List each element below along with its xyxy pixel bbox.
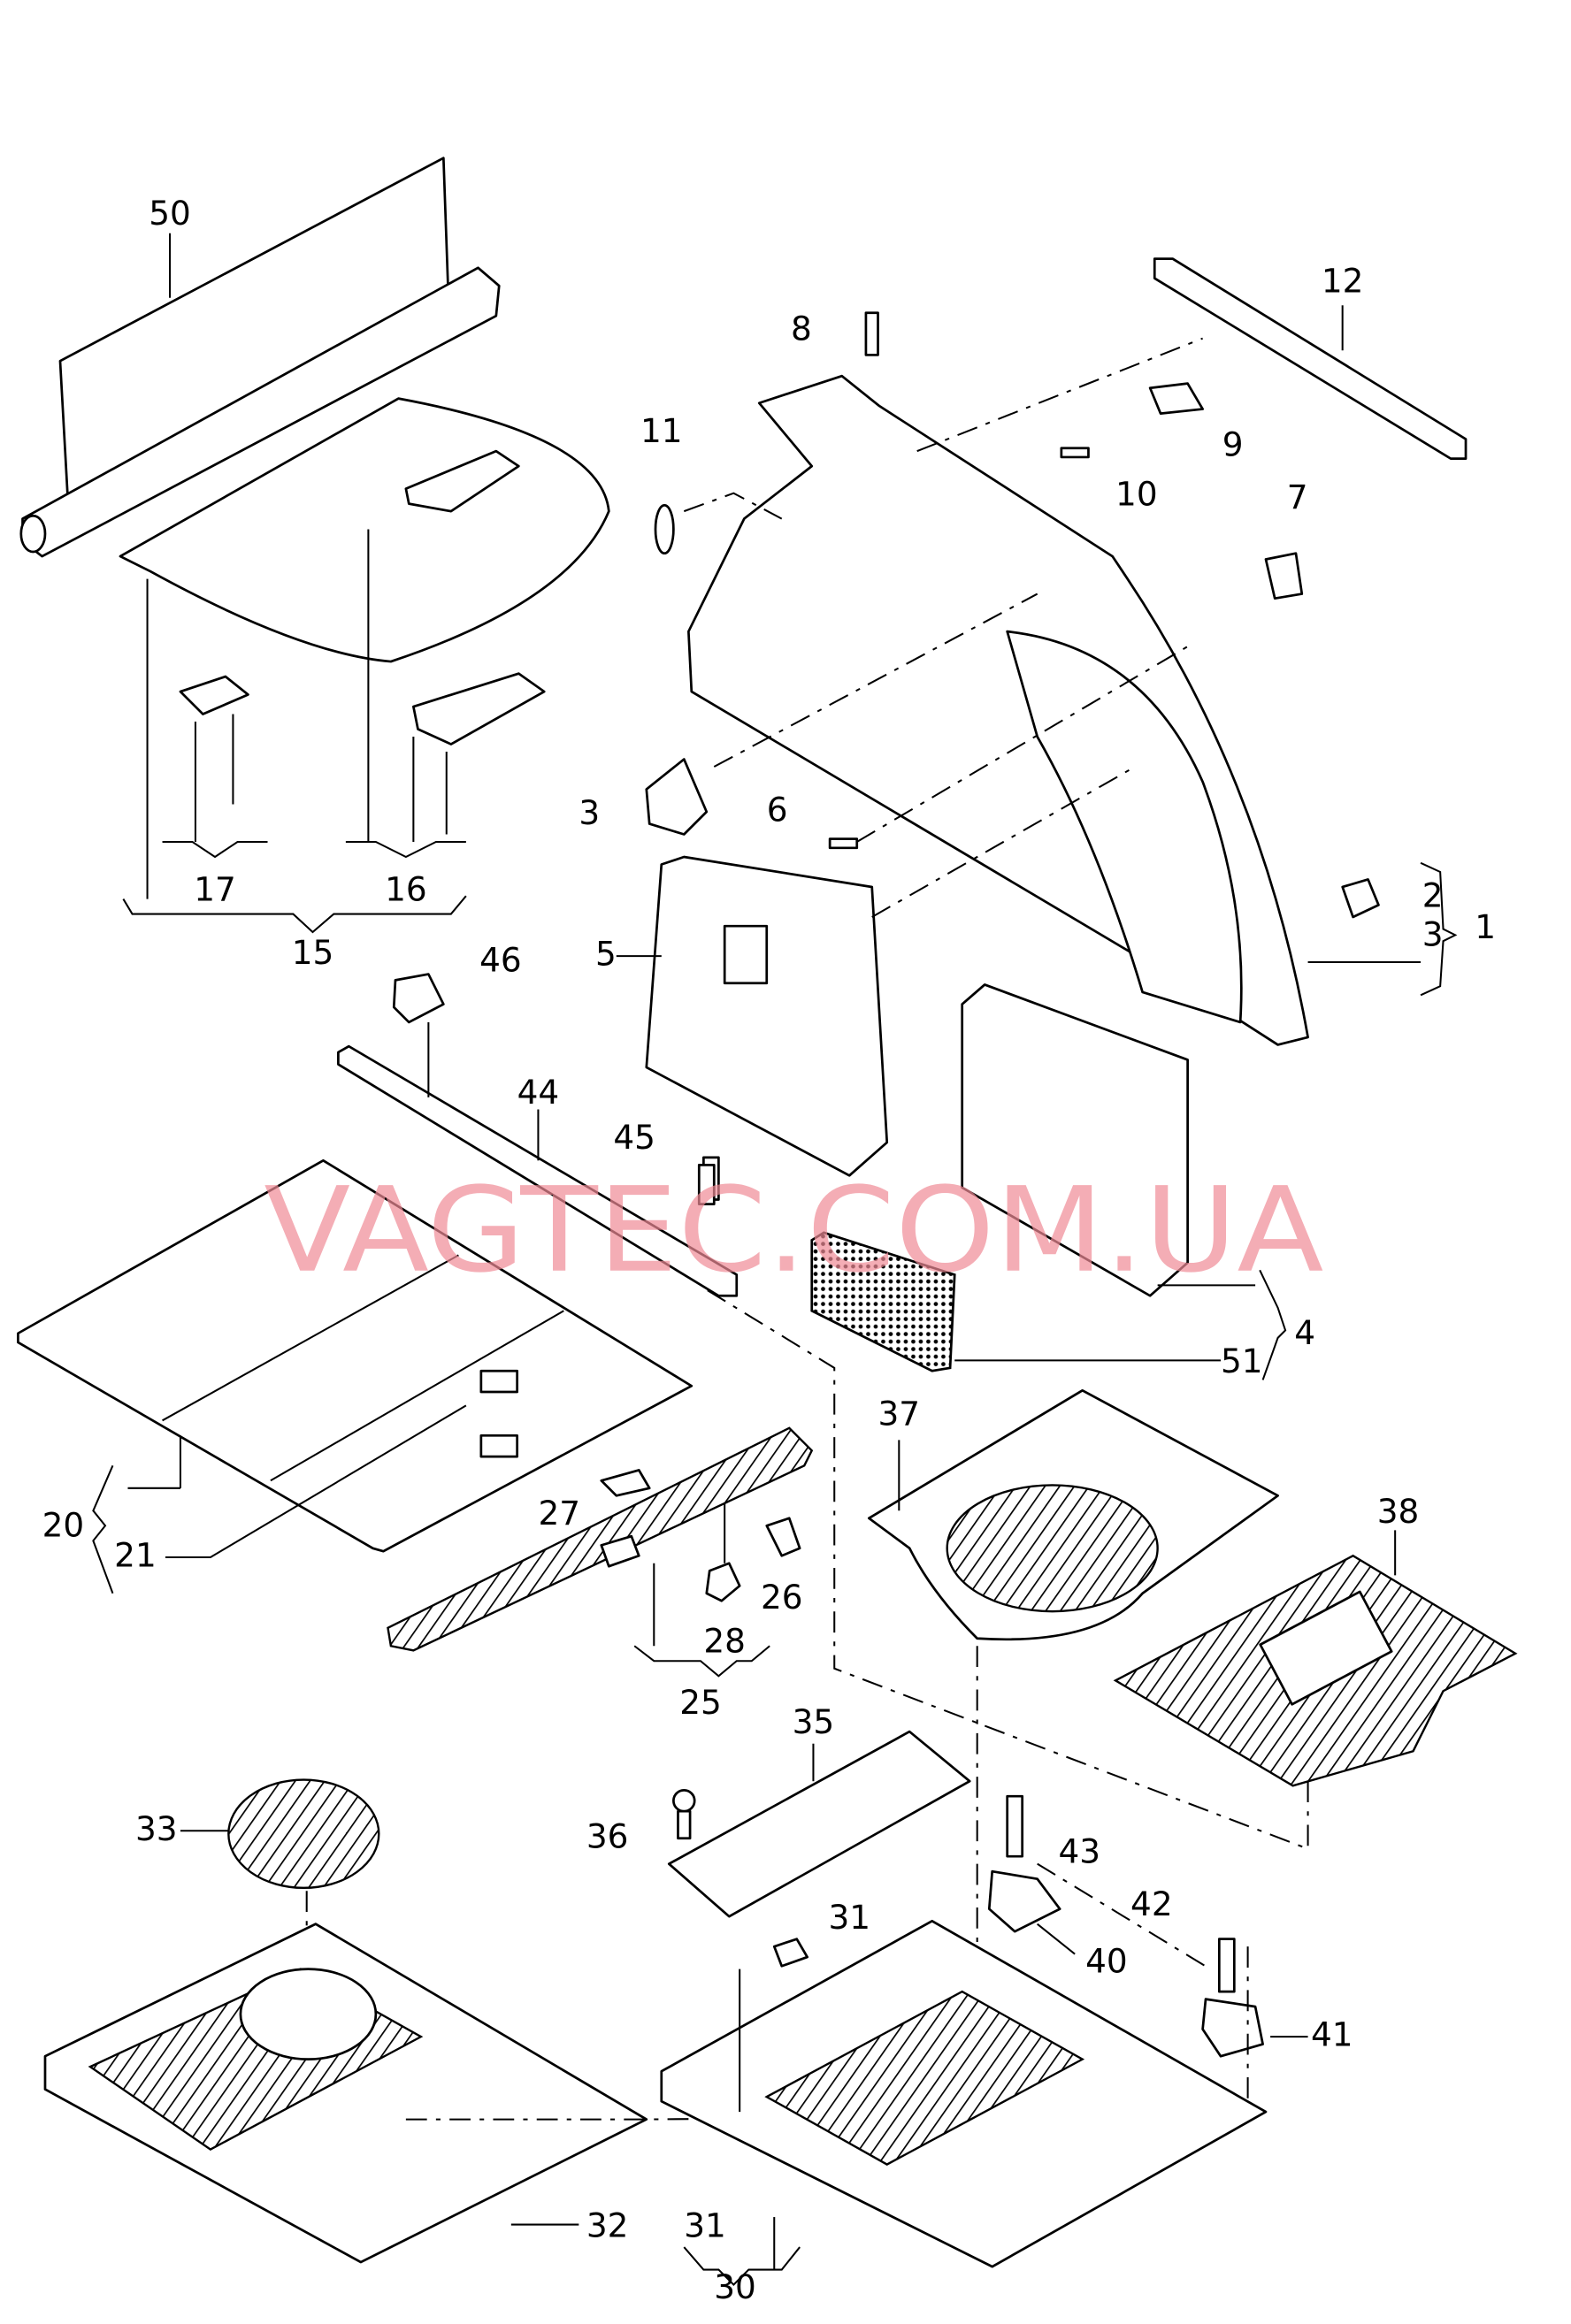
part-40-43-brackets xyxy=(987,1794,1308,2105)
label-50: 50 xyxy=(149,194,191,233)
label-2: 2 xyxy=(1422,875,1444,914)
part-44-rail xyxy=(337,973,739,1297)
label-31b: 31 xyxy=(684,2206,726,2244)
part-35-cover-plate xyxy=(667,1730,971,1918)
label-26: 26 xyxy=(761,1578,803,1617)
label-1: 1 xyxy=(1475,907,1496,946)
label-40: 40 xyxy=(1085,1941,1128,1980)
label-5: 5 xyxy=(595,935,617,974)
label-8: 8 xyxy=(791,310,812,348)
part-50-luggage-net-blind xyxy=(19,157,501,558)
label-16: 16 xyxy=(385,870,427,909)
label-45: 45 xyxy=(613,1118,655,1157)
label-42: 42 xyxy=(1130,1884,1173,1923)
label-7: 7 xyxy=(1287,478,1308,516)
label-21: 21 xyxy=(114,1535,157,1574)
label-35: 35 xyxy=(793,1702,835,1741)
label-11: 11 xyxy=(640,411,683,450)
label-33: 33 xyxy=(135,1809,178,1848)
label-28: 28 xyxy=(703,1621,746,1660)
part-labels: 50 12 8 9 10 11 7 3 6 2 3 1 5 46 44 45 4… xyxy=(42,194,1496,2306)
part-12-cross-member xyxy=(1153,257,1468,460)
label-46: 46 xyxy=(479,940,522,979)
label-31: 31 xyxy=(828,1898,870,1937)
part-1-side-trim xyxy=(616,311,1458,1380)
label-36: 36 xyxy=(586,1816,629,1855)
watermark: VAGTEC.COM.UA xyxy=(264,1163,1323,1299)
label-51: 51 xyxy=(1221,1342,1263,1380)
label-43: 43 xyxy=(1058,1831,1100,1870)
part-30-base-tray xyxy=(660,1919,1268,2286)
part-37-spare-wheel-insert xyxy=(867,1388,1279,2225)
part-32-base-tray xyxy=(43,1923,992,2264)
label-15: 15 xyxy=(292,933,334,972)
label-3: 3 xyxy=(579,793,600,832)
label-44: 44 xyxy=(517,1073,560,1112)
label-37: 37 xyxy=(878,1395,921,1433)
part-38-floor-mat xyxy=(706,1288,1518,1851)
label-25: 25 xyxy=(679,1683,722,1722)
part-25-sill-panel xyxy=(387,1426,814,1678)
label-41: 41 xyxy=(1311,2015,1353,2054)
label-17: 17 xyxy=(194,870,236,909)
label-30: 30 xyxy=(714,2267,756,2306)
label-4: 4 xyxy=(1294,1313,1315,1352)
part-20-floor-panel xyxy=(17,1158,694,1594)
label-38: 38 xyxy=(1377,1492,1420,1531)
label-12: 12 xyxy=(1322,261,1364,300)
label-6: 6 xyxy=(767,791,788,829)
part-15-luggage-cover xyxy=(119,397,610,934)
label-10: 10 xyxy=(1115,475,1158,514)
label-20: 20 xyxy=(42,1505,85,1544)
label-32: 32 xyxy=(586,2206,629,2244)
label-27: 27 xyxy=(538,1494,580,1533)
label-9: 9 xyxy=(1222,425,1244,464)
label-3b: 3 xyxy=(1422,915,1444,954)
